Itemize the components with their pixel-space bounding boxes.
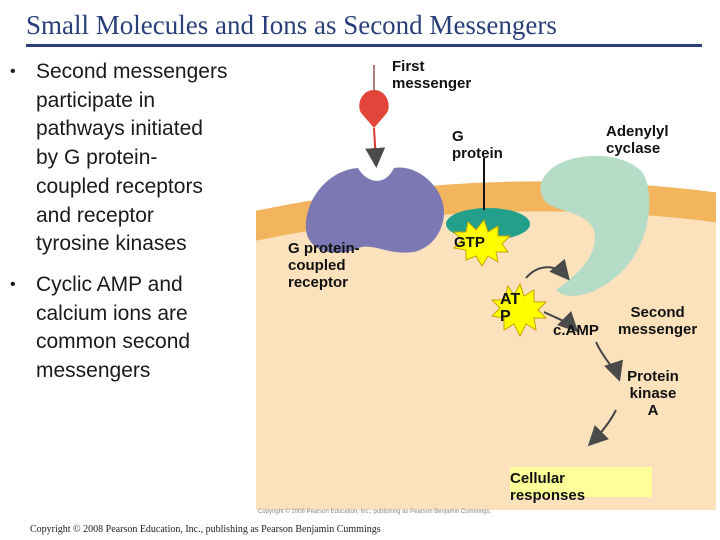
adenylyl-cyclase-shape <box>540 155 650 296</box>
gtp-starburst <box>452 218 512 267</box>
diagram-graphic <box>256 50 716 510</box>
signaling-diagram: First messenger G protein Adenylyl cycla… <box>256 50 716 510</box>
atp-to-camp-arrow <box>543 311 579 333</box>
camp-label: c.AMP <box>553 322 599 339</box>
ligand-binding-arrow <box>365 127 386 168</box>
bullet-item: • Cyclic AMP and calcium ions are common… <box>10 271 190 386</box>
first-messenger-ligand <box>359 90 389 128</box>
copyright-footer: Copyright © 2008 Pearson Education, Inc.… <box>30 524 381 535</box>
atp-label: AT P <box>500 291 521 325</box>
adenylyl-cyclase-label: Adenylyl cyclase <box>606 123 669 157</box>
g-protein-label: G protein <box>452 128 503 162</box>
atp-starburst <box>490 282 548 338</box>
bullet-text: Second messengers participate in pathway… <box>36 60 228 256</box>
gpcr-label: G protein- coupled receptor <box>288 240 360 291</box>
first-messenger-label: First messenger <box>392 58 472 92</box>
protein-kinase-a-label: Protein kinase A <box>627 368 679 419</box>
gtp-label: GTP <box>454 234 485 251</box>
cyclase-to-atp-arrow <box>525 258 570 281</box>
gpcr-shape <box>305 167 444 253</box>
second-messenger-label: Second messenger <box>618 304 698 338</box>
figure-credit: Copyright © 2008 Pearson Education, Inc.… <box>258 509 492 515</box>
pka-to-response-arrow <box>587 409 617 447</box>
bullet-dot: • <box>10 276 16 293</box>
cellular-responses-label: Cellular responses <box>510 470 586 504</box>
slide-title: Small Molecules and Ions as Second Messe… <box>26 10 557 40</box>
camp-to-pka-arrow <box>595 341 624 382</box>
cellular-responses-box <box>510 467 652 497</box>
bullet-text: Cyclic AMP and calcium ions are common s… <box>36 273 191 383</box>
title-underline <box>26 44 702 47</box>
bullet-dot: • <box>10 63 16 80</box>
bullet-item: • Second messengers participate in pathw… <box>10 58 227 259</box>
